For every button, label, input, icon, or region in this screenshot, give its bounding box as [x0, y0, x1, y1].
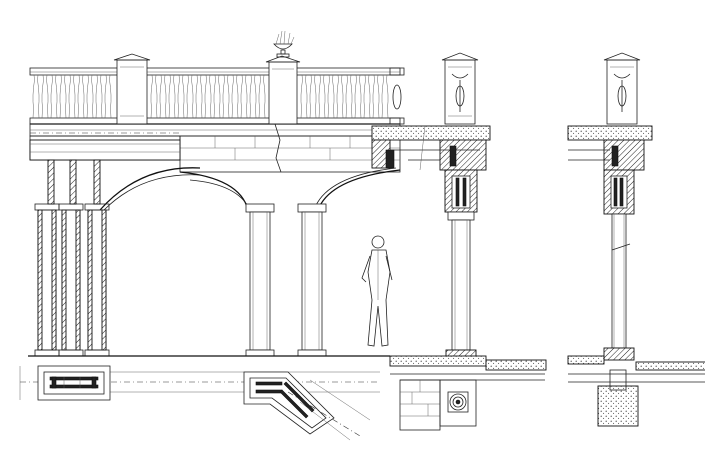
baluster [168, 74, 176, 119]
baluster [372, 74, 380, 119]
pedestal-left [113, 53, 151, 125]
brick-band [179, 123, 401, 173]
baluster [77, 74, 85, 119]
urn [273, 30, 295, 58]
baluster [309, 74, 317, 119]
baluster [240, 74, 248, 119]
side-section [567, 52, 705, 427]
baluster [50, 74, 58, 119]
baluster [249, 74, 257, 119]
beam-section [30, 143, 180, 153]
baluster [345, 74, 353, 119]
baluster [32, 74, 40, 119]
baluster [327, 74, 335, 119]
foundation-detail [399, 379, 477, 431]
pedestal-middle [265, 55, 301, 125]
columns-middle [245, 203, 327, 357]
baluster [258, 74, 266, 119]
baluster [222, 74, 230, 119]
baluster [150, 74, 158, 119]
baluster [204, 74, 212, 119]
front-elevation [28, 30, 401, 357]
baluster [231, 74, 239, 119]
baluster [177, 74, 185, 119]
baluster [41, 74, 49, 119]
balusters [32, 74, 389, 119]
baluster [195, 74, 203, 119]
baluster [186, 74, 194, 119]
baluster [318, 74, 326, 119]
baluster [300, 74, 308, 119]
baluster [213, 74, 221, 119]
plan-detail-left [19, 365, 380, 401]
baluster [95, 74, 103, 119]
baluster [59, 74, 67, 119]
plan-detail-corner [243, 371, 371, 441]
baluster [363, 74, 371, 119]
baluster [336, 74, 344, 119]
baluster [104, 74, 112, 119]
baluster [68, 74, 76, 119]
column-section [371, 52, 547, 381]
baluster [159, 74, 167, 119]
section-columns-left [34, 159, 110, 357]
baluster [354, 74, 362, 119]
scale-figure [361, 235, 393, 347]
baluster [381, 74, 389, 119]
baluster [86, 74, 94, 119]
